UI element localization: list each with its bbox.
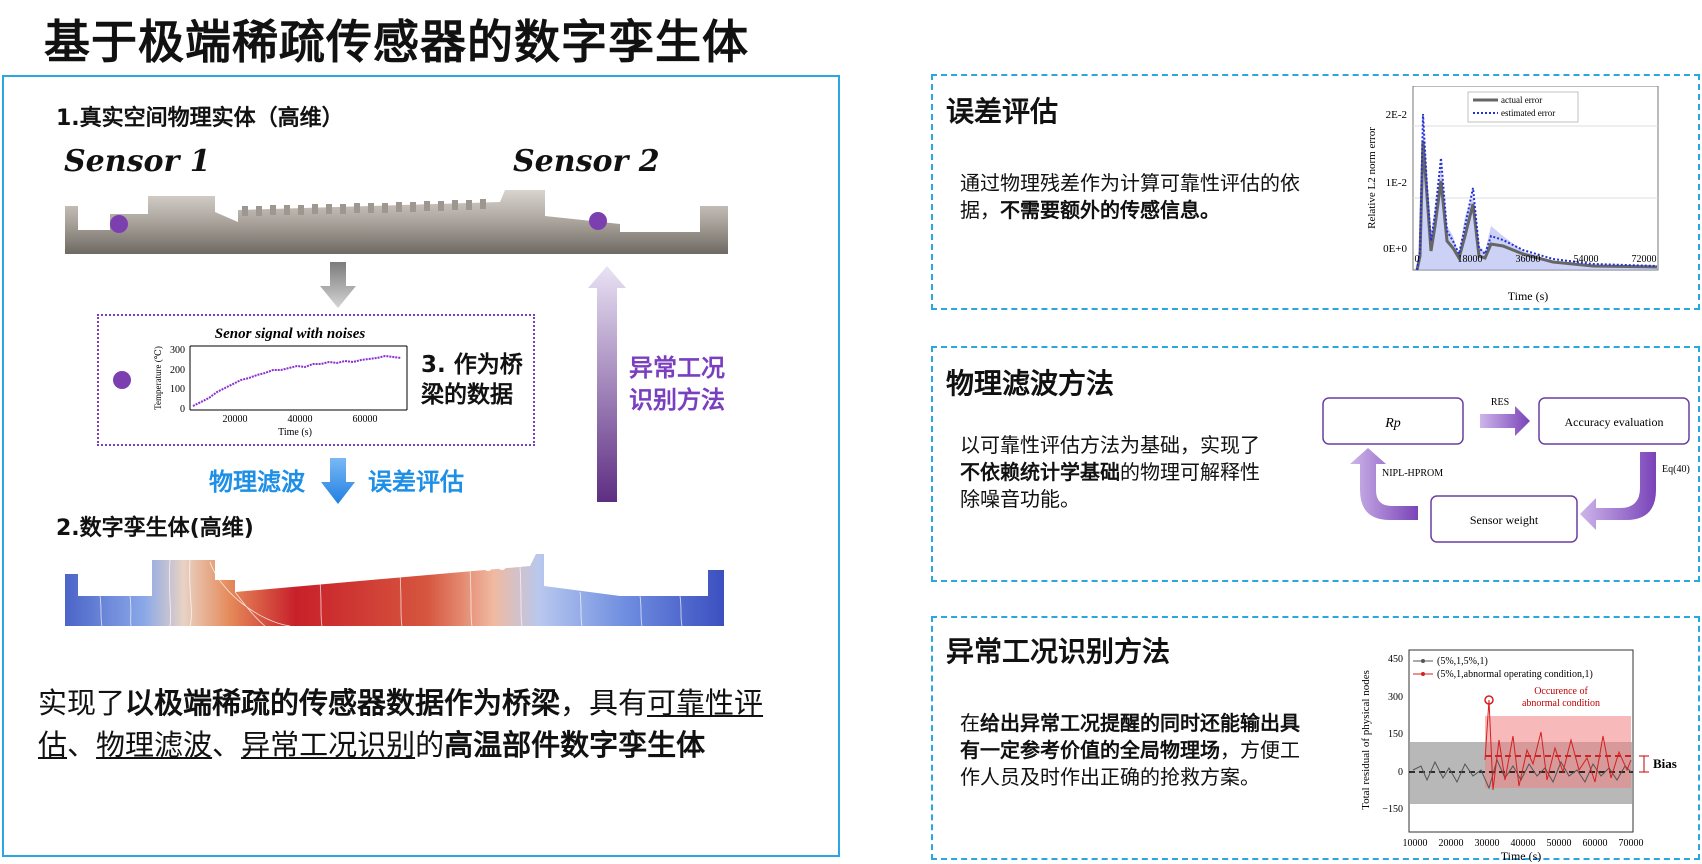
error-eval-title: 误差评估	[946, 95, 1059, 128]
signal-title: Senor signal with noises	[215, 326, 366, 342]
anomaly-title: 异常工况识别方法	[946, 635, 1171, 668]
anomaly-xtick: 50000	[1547, 838, 1572, 849]
sensor2-label: Sensor 2	[513, 144, 660, 179]
error-ytick: 1E-2	[1386, 177, 1407, 189]
edge-eq-label: Eq(40)	[1662, 464, 1690, 475]
signal-xlabel: Time (s)	[278, 427, 312, 438]
anomaly-ytick: −150	[1382, 804, 1403, 815]
error-ylabel: Relative L2 norm error	[1366, 127, 1378, 229]
node-rp	[1322, 397, 1464, 445]
annotation-line1: Occurence of	[1534, 686, 1588, 697]
legend-actual: actual error	[1501, 95, 1542, 105]
anomaly-ytick: 150	[1388, 729, 1403, 740]
digital-twin-field	[65, 554, 724, 627]
up-arrow-icon	[588, 266, 626, 502]
summary-text: 实现了以极端稀疏的传感器数据作为桥梁，具有可靠性评估、物理滤波、异常工况识别的高…	[38, 686, 764, 762]
nipl-arrow-icon	[1350, 448, 1418, 520]
sensor1-label: Sensor 1	[64, 144, 211, 179]
signal-ytick: 100	[170, 384, 185, 395]
filter-title: 物理滤波方法	[946, 367, 1115, 400]
anomaly-xtick: 40000	[1511, 838, 1536, 849]
error-ytick: 0E+0	[1383, 243, 1407, 255]
bridge-label: 3. 作为桥 梁的数据	[421, 352, 523, 408]
eq-arrow-icon	[1580, 452, 1656, 530]
legend-estimated: estimated error	[1501, 108, 1555, 118]
anomaly-xtick: 70000	[1619, 838, 1644, 849]
anomaly-method-label: 异常工况 识别方法	[629, 354, 725, 414]
error-eval-text: 通过物理残差作为计算可靠性评估的依据，不需要额外的传感信息。	[960, 171, 1300, 222]
anomaly-chart: (5%,1,5%,1) (5%,1,abnormal operating con…	[1360, 649, 1677, 862]
error-ytick: 2E-2	[1386, 109, 1407, 121]
signal-box	[97, 314, 535, 446]
signal-xtick: 40000	[288, 414, 313, 425]
res-arrow-icon	[1480, 406, 1530, 436]
edge-res-label: RES	[1491, 397, 1509, 408]
error-xtick: 0	[1415, 254, 1420, 265]
sensor2-dot	[589, 212, 607, 230]
filter-text: 以可靠性评估方法为基础，实现了不依赖统计学基础的物理可解释性除噪音功能。	[960, 433, 1260, 511]
signal-ylabel: Temperature (℃)	[153, 346, 163, 410]
anomaly-text: 在给出异常工况提醒的同时还能输出具有一定参考价值的全局物理场，方便工作人员及时作…	[960, 711, 1300, 789]
error-xlabel: Time (s)	[1508, 289, 1549, 303]
error-eval-label: 误差评估	[368, 468, 464, 496]
filter-box	[931, 346, 1700, 582]
anomaly-ytick: 300	[1388, 692, 1403, 703]
signal-xtick: 60000	[353, 414, 378, 425]
signal-xtick: 20000	[223, 414, 248, 425]
sensor1-dot	[110, 215, 128, 233]
anomaly-ytick: 450	[1388, 654, 1403, 665]
filter-flow-diagram: Rp Accuracy evaluation Sensor weight RES…	[1322, 397, 1690, 543]
legend1: (5%,1,5%,1)	[1437, 656, 1488, 667]
down-arrow-blue-icon	[321, 458, 355, 504]
error-xtick: 18000	[1458, 254, 1483, 265]
signal-ytick: 0	[180, 404, 185, 415]
anomaly-ytick: 0	[1398, 767, 1403, 778]
anomaly-ylabel: Total residual of physical nodes	[1360, 670, 1372, 810]
signal-ytick: 200	[170, 365, 185, 376]
node-sensor	[1430, 495, 1578, 543]
physical-component	[65, 190, 728, 254]
signal-chart: Senor signal with noises 300 200 100 0 2…	[153, 326, 408, 438]
down-arrow-icon	[320, 262, 356, 308]
node-accuracy	[1538, 397, 1690, 445]
node-sensor-label: Sensor weight	[1470, 513, 1539, 527]
annotation-line2: abnormal condition	[1522, 698, 1600, 709]
node-rp-label: Rp	[1384, 416, 1401, 431]
signal-ytick: 300	[170, 345, 185, 356]
bias-label: Bias	[1653, 756, 1677, 771]
error-xtick: 72000	[1632, 254, 1657, 265]
physical-entity-label: 1.真实空间物理实体（高维）	[56, 106, 344, 131]
page-title: 基于极端稀疏传感器的数字孪生体	[44, 15, 749, 69]
sensor-dot-icon	[113, 371, 131, 389]
legend2: (5%,1,abnormal operating condition,1)	[1437, 669, 1593, 680]
anomaly-xtick: 30000	[1475, 838, 1500, 849]
anomaly-xtick: 60000	[1583, 838, 1608, 849]
anomaly-xtick: 20000	[1439, 838, 1464, 849]
anomaly-xlabel: Time (s)	[1501, 849, 1542, 862]
error-xtick: 54000	[1574, 254, 1599, 265]
node-accuracy-label: Accuracy evaluation	[1565, 415, 1664, 429]
anomaly-box	[931, 616, 1700, 860]
error-xtick: 36000	[1516, 254, 1541, 265]
error-eval-box	[931, 74, 1700, 310]
digital-twin-label: 2.数字孪生体(高维)	[56, 516, 254, 541]
left-panel	[2, 75, 840, 857]
error-chart: actual error estimated error 2E-2 1E-2 0…	[1366, 86, 1659, 303]
anomaly-xtick: 10000	[1403, 838, 1428, 849]
filter-label: 物理滤波	[209, 468, 305, 496]
edge-nipl-label: NIPL-HPROM	[1382, 468, 1443, 479]
